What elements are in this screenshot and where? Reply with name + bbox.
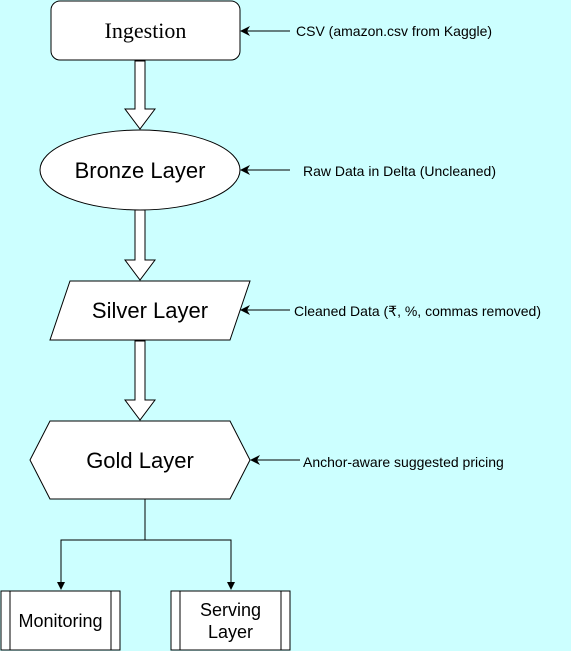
bronze-label: Bronze Layer	[75, 158, 206, 183]
hollow-arrow-ingestion-bronze	[124, 60, 156, 130]
annotation-silver: Cleaned Data (₹, %, commas removed)	[294, 303, 541, 319]
arrowhead-serving	[227, 582, 235, 590]
serving-node	[170, 590, 291, 651]
annotation-gold: Anchor-aware suggested pricing	[303, 454, 504, 470]
gold-label: Gold Layer	[86, 448, 194, 473]
serving-label-line1: Serving	[200, 600, 261, 620]
silver-node	[49, 280, 251, 341]
gold-node	[29, 420, 251, 500]
silver-label: Silver Layer	[92, 298, 208, 323]
monitoring-label: Monitoring	[18, 611, 102, 631]
annotation-ingestion: CSV (amazon.csv from Kaggle)	[296, 23, 492, 39]
serving-label-line2: Layer	[208, 622, 253, 642]
branch-connector	[60, 499, 232, 588]
monitoring-node	[0, 590, 121, 651]
hollow-arrow-bronze-silver	[124, 209, 156, 281]
ingestion-label: Ingestion	[105, 18, 187, 43]
arrowhead-monitoring	[57, 582, 65, 590]
annotation-bronze: Raw Data in Delta (Uncleaned)	[303, 163, 496, 179]
hollow-arrow-silver-gold	[124, 340, 156, 421]
